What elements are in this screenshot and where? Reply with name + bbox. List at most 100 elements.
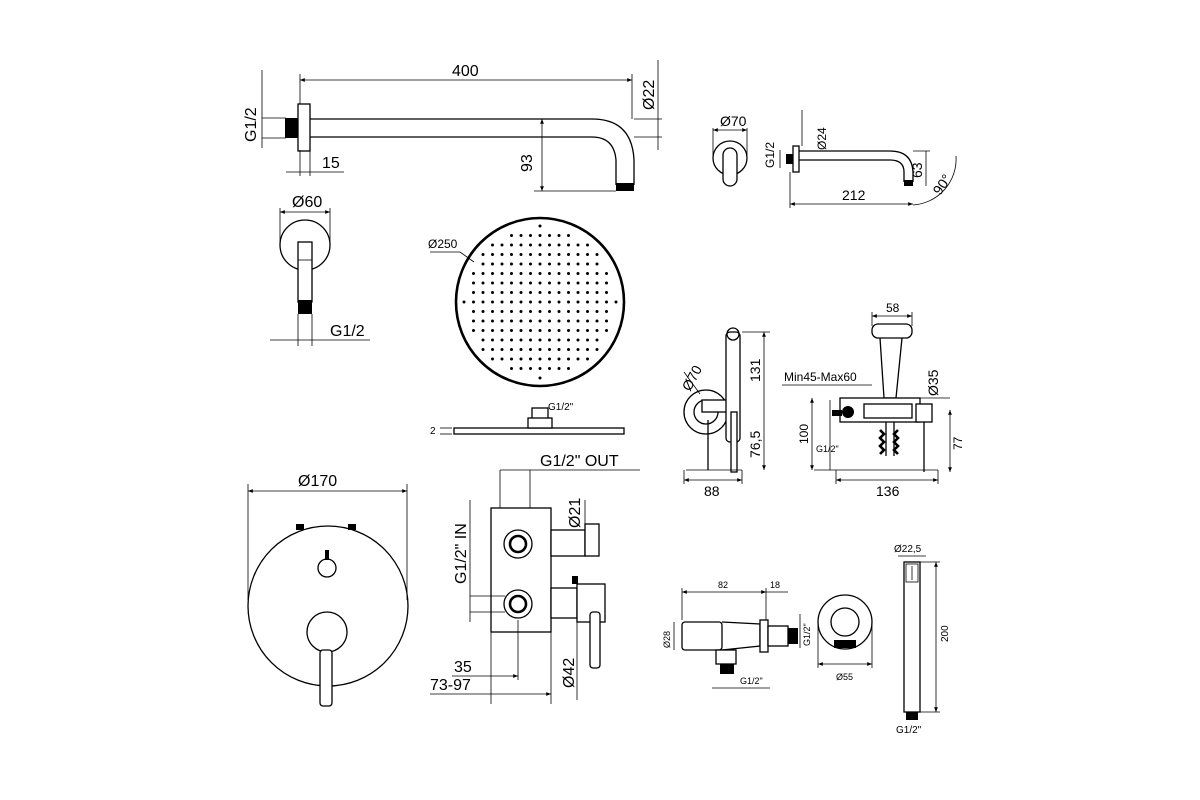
nozzle-dot (481, 253, 485, 256)
bidet-range-label: Min45-Max60 (784, 370, 857, 384)
nozzle-dot (576, 310, 580, 313)
nozzle-dot (586, 262, 589, 266)
head-thickness-label: 2 (430, 426, 436, 437)
angle-valve-tip-label: 18 (770, 580, 780, 590)
nozzle-dot (586, 243, 589, 247)
arm-flange (297, 103, 311, 152)
nozzle-dot (557, 338, 561, 342)
valve-range-label: 73-97 (430, 677, 471, 694)
spout-diameter-label: Ø24 (815, 127, 829, 150)
nozzle-dot (576, 329, 580, 332)
nozzle-dot (557, 243, 561, 247)
nozzle-dot (557, 310, 561, 313)
nozzle-dot (538, 243, 542, 247)
nozzle-dot (462, 300, 466, 304)
nozzle-dot (614, 300, 618, 304)
wall-outlet-drawing: Ø60 G1/2 (270, 194, 370, 346)
head-profile (453, 427, 625, 435)
nozzle-dot (557, 234, 561, 237)
nozzle-dot (538, 234, 542, 237)
bidet-thread-label: G1/2" (816, 444, 839, 454)
nozzle-dot (538, 281, 542, 285)
nozzle-dot (510, 262, 513, 266)
nozzle-dot (567, 300, 570, 304)
nozzle-dot (491, 319, 494, 323)
nozzle-dot (529, 262, 532, 266)
nozzle-dot (586, 357, 589, 361)
nozzle-dot (500, 338, 504, 342)
nozzle-dot (586, 348, 589, 351)
nozzle-dot (576, 338, 580, 342)
nozzle-dot (538, 319, 542, 323)
nozzle-dot (595, 329, 599, 332)
bidet-head-label: 58 (886, 301, 900, 315)
valve-d21-label: Ø21 (567, 498, 584, 528)
nozzle-dot (510, 281, 513, 285)
nozzle-dot (510, 253, 513, 256)
nozzle-dot (472, 281, 475, 285)
nozzle-dot (481, 262, 485, 266)
nozzle-dot (500, 253, 504, 256)
nozzle-dot (500, 272, 504, 275)
nozzle-dot (538, 348, 542, 351)
nozzle-dot (519, 319, 523, 323)
nozzle-dot (519, 367, 523, 370)
nozzle-dot (472, 300, 475, 304)
nozzle-dot (605, 291, 608, 294)
nozzle-dot (567, 338, 570, 342)
nozzle-dot (529, 310, 532, 313)
nozzle-dot (595, 319, 599, 323)
nozzle-dot (576, 319, 580, 323)
bidet-front-drawing: 58 Min45-Max60 Ø35 100 G1/2" 77 (782, 301, 965, 499)
bath-spout-drawing: Ø70 G1/2 Ø24 212 63 90° (712, 110, 957, 208)
nozzle-dot (548, 329, 551, 332)
nozzle-dot (500, 310, 504, 313)
nozzle-dot (510, 367, 513, 370)
nozzle-dot (519, 329, 523, 332)
nozzle-dot (567, 348, 570, 351)
outlet-diameter-label: Ø60 (292, 194, 322, 211)
valve-plate-drawing: Ø170 (247, 473, 409, 707)
nozzle-dot (500, 319, 504, 323)
nozzle-dot (519, 291, 523, 294)
nozzle-dot (548, 367, 551, 370)
wall-connector-drawing: Ø55 (817, 594, 873, 682)
nozzle-dot (491, 281, 494, 285)
nozzle-dot (500, 291, 504, 294)
hand-shower-diameter-label: Ø22,5 (894, 544, 922, 555)
shower-arm-drawing: 400 G1/2 Ø22 15 93 (243, 60, 662, 192)
nozzle-dot (595, 272, 599, 275)
shower-head-drawing: Ø250 G1/2" 2 (428, 216, 626, 437)
nozzle-dot (472, 272, 475, 275)
nozzle-dot (510, 357, 513, 361)
nozzle-dot (576, 243, 580, 247)
nozzle-dot (548, 348, 551, 351)
mixer-lever (319, 649, 333, 707)
nozzle-dot (510, 234, 513, 237)
nozzle-dot (595, 262, 599, 266)
nozzle-dot (557, 367, 561, 370)
nozzle-dot (472, 291, 475, 294)
nozzle-dot (538, 357, 542, 361)
angle-valve-in-label: G1/2" (740, 676, 763, 686)
nozzle-dot (586, 253, 589, 256)
mixer-handle-base (306, 611, 348, 653)
nozzle-dot (510, 329, 513, 332)
nozzle-dot (538, 291, 542, 294)
nozzle-dot (538, 367, 542, 370)
nozzle-dot (510, 319, 513, 323)
diverter-knob (317, 558, 337, 578)
nozzle-dot (595, 291, 599, 294)
nozzle-dot (557, 300, 561, 304)
nozzle-dot (586, 319, 589, 323)
nozzle-dot (576, 348, 580, 351)
nozzle-dot (567, 262, 570, 266)
nozzle-dot (481, 291, 485, 294)
nozzle-dot (538, 224, 542, 228)
spout-angle-label: 90° (929, 171, 954, 198)
nozzle-dot (519, 310, 523, 313)
nozzle-dot (567, 329, 570, 332)
angle-valve-body (681, 621, 723, 651)
bidet-rosette-label: Ø70 (679, 362, 706, 393)
